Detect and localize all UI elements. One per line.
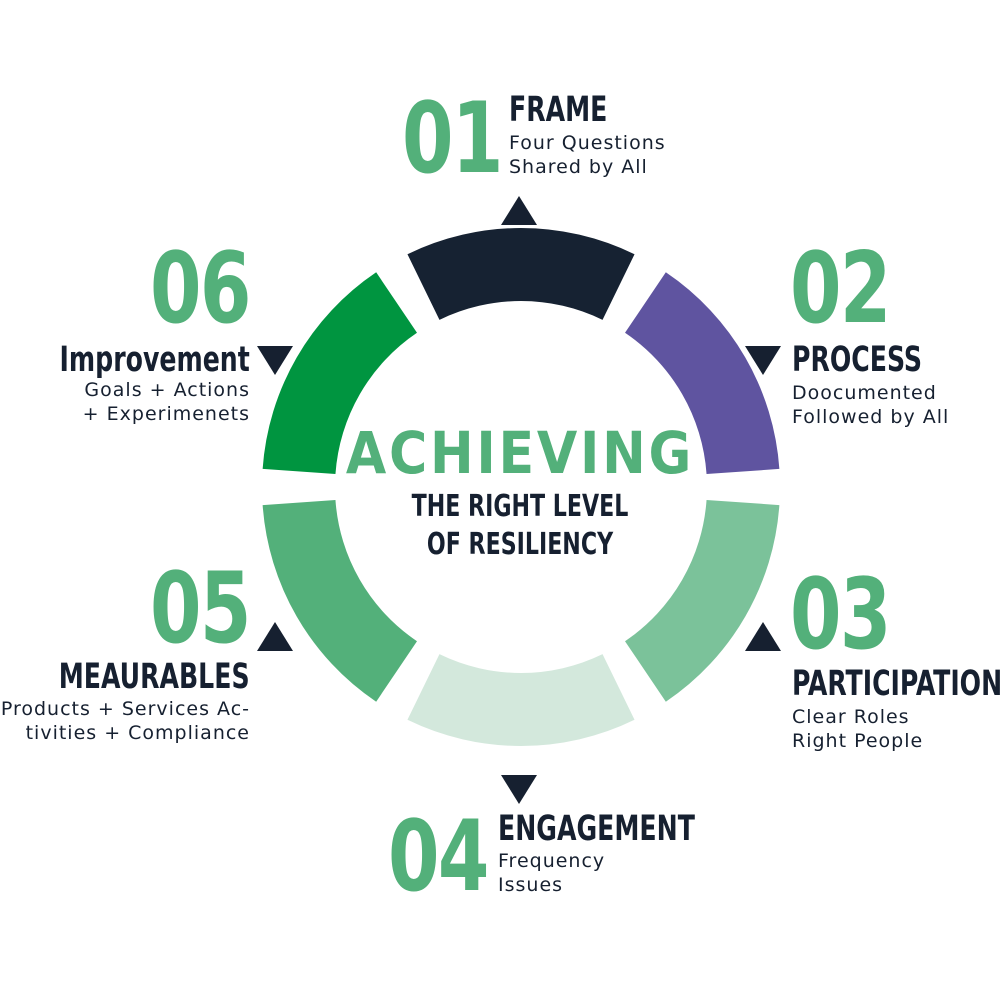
step-3-number: 03 <box>790 558 891 672</box>
step-6-description: Goals + Actions + Experimenets <box>83 378 250 426</box>
ring-segment-3 <box>625 499 780 702</box>
step-2-number: 02 <box>790 232 891 346</box>
step-5-arrow-icon <box>257 622 293 651</box>
step-1-line-2: Shared by All <box>509 156 648 178</box>
step-3-description: Clear Roles Right People <box>792 705 923 753</box>
ring-segment-2 <box>625 272 780 475</box>
ring-segment-1 <box>407 228 635 320</box>
step-1-number: 01 <box>402 82 503 196</box>
step-5-line-2: tivities + Compliance <box>25 722 250 744</box>
step-1-title: FRAME <box>509 90 608 130</box>
ring-segment-4 <box>407 654 635 746</box>
step-5-description: Products + Services Ac- tivities + Compl… <box>1 697 250 745</box>
step-1-description: Four Questions Shared by All <box>509 131 666 179</box>
step-2-line-2: Followed by All <box>792 406 950 428</box>
step-6-arrow-icon <box>257 346 293 375</box>
step-6-title: Improvement <box>59 340 250 380</box>
step-5-number: 05 <box>150 552 251 666</box>
center-subtitle: THE RIGHT LEVEL OF RESILIENCY <box>356 488 684 564</box>
center-subtitle-line-2: OF RESILIENCY <box>426 527 614 562</box>
step-4-title: ENGAGEMENT <box>498 809 695 849</box>
center-title: ACHIEVING <box>345 419 695 487</box>
step-3-title: PARTICIPATION <box>792 664 1000 704</box>
step-1-line-1: Four Questions <box>509 132 666 154</box>
step-2-line-1: Doocumented <box>792 382 937 404</box>
step-4-line-1: Frequency <box>498 850 606 872</box>
step-2-description: Doocumented Followed by All <box>792 381 949 429</box>
ring-segment-6 <box>262 272 417 475</box>
step-3-line-2: Right People <box>792 730 924 752</box>
step-1-arrow-icon <box>501 196 537 225</box>
step-2-arrow-icon <box>745 346 781 375</box>
step-2-title: PROCESS <box>792 340 922 380</box>
step-5-line-1: Products + Services Ac- <box>0 698 250 720</box>
step-4-number: 04 <box>388 800 489 914</box>
step-6-line-2: + Experimenets <box>82 403 250 425</box>
ring-segment-5 <box>262 499 417 702</box>
step-4-line-2: Issues <box>498 874 564 896</box>
center-subtitle-line-1: THE RIGHT LEVEL <box>411 489 629 524</box>
step-3-arrow-icon <box>745 622 781 651</box>
step-5-title: MEAURABLES <box>59 657 250 697</box>
step-6-number: 06 <box>150 232 251 346</box>
step-4-description: Frequency Issues <box>498 849 605 897</box>
step-3-line-1: Clear Roles <box>792 706 910 728</box>
step-6-line-1: Goals + Actions <box>84 379 250 401</box>
step-4-arrow-icon <box>501 775 537 804</box>
